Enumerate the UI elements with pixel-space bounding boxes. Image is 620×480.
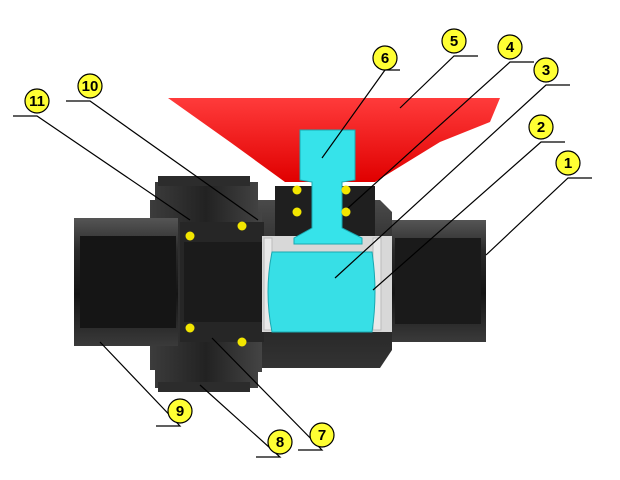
callout-circle-5 [441,28,467,54]
union-seal-top-left [185,231,195,241]
callout-circle-1 [555,150,581,176]
callout-label-10: 10 [82,78,99,95]
union-seal-top-right [237,221,247,231]
leader-line-1 [485,177,592,256]
callout-label-5: 5 [450,33,458,50]
o-rings [185,185,351,347]
union-seal-bottom-left [185,323,195,333]
left-pipe-bore [80,236,176,328]
stem-seal-4 [341,207,351,217]
callout-label-9: 9 [176,403,184,420]
leader-line-7 [211,337,324,451]
leader-line-3 [334,84,570,279]
callout-label-3: 3 [542,62,550,79]
callout-circle-7 [309,422,335,448]
ball [267,251,376,333]
callout-circle-10 [77,73,103,99]
union-seal-bottom-right [237,337,247,347]
callout-label-1: 1 [564,155,572,172]
callout-circle-2 [528,114,554,140]
callout-label-6: 6 [381,50,389,67]
union-nut-ridge-top [158,176,250,186]
callouts: 1 2 3 4 5 6 7 8 9 10 11 [24,28,581,455]
callout-label-2: 2 [537,119,545,136]
leader-line-8 [199,384,282,458]
stem-seal-1 [292,185,302,195]
leader-line-4 [347,61,534,209]
callout-circle-8 [267,429,293,455]
callout-label-7: 7 [318,427,326,444]
callout-circle-4 [497,34,523,60]
union-nut-ridge-bottom [158,382,250,392]
callout-label-4: 4 [506,39,515,56]
callout-circle-9 [167,398,193,424]
leader-line-9 [99,341,182,427]
callout-label-11: 11 [29,93,45,110]
leader-line-2 [372,141,565,291]
stem-seal-2 [341,185,351,195]
leader-lines [13,55,592,458]
callout-circle-3 [533,57,559,83]
stem-seal-3 [292,207,302,217]
end-connector-bore [184,242,264,322]
leader-line-11 [13,115,191,221]
right-pipe-bore [395,238,481,324]
callout-circle-6 [372,45,398,71]
callout-label-8: 8 [276,434,284,451]
stem [293,129,363,245]
callout-circle-11 [24,88,50,114]
leader-line-5 [399,55,478,109]
leader-line-10 [66,100,259,221]
